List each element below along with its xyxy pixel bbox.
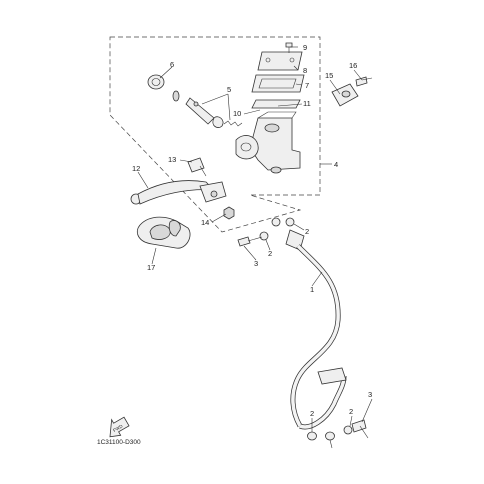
upper-banjo-fittings xyxy=(237,217,305,251)
callout-10: 10 xyxy=(233,109,241,118)
callout-7: 7 xyxy=(305,81,309,90)
assembly-outline xyxy=(109,36,321,233)
callout-15: 15 xyxy=(325,71,333,80)
clutch-lever xyxy=(130,180,227,205)
svg-text:FWD: FWD xyxy=(112,423,124,433)
lever-bracket xyxy=(136,216,191,249)
clutch-hose xyxy=(290,244,347,430)
callout-5: 5 xyxy=(227,85,231,94)
callout-numbers: 9 8 7 6 5 11 10 15 16 4 13 12 14 2 2 3 1… xyxy=(132,43,372,418)
callout-8: 8 xyxy=(303,66,307,75)
callout-12: 12 xyxy=(132,164,140,173)
callout-16: 16 xyxy=(349,61,357,70)
callout-4: 4 xyxy=(334,160,338,169)
master-cylinder-body xyxy=(235,111,301,174)
callout-2d: 2 xyxy=(310,409,314,418)
callout-3b: 3 xyxy=(368,390,372,399)
callout-9: 9 xyxy=(303,43,307,52)
callout-3a: 3 xyxy=(254,259,258,268)
part-code: 1C31100-D300 xyxy=(97,439,141,446)
callout-2a: 2 xyxy=(305,227,309,236)
front-arrow-icon: FWD xyxy=(109,416,130,438)
callout-6: 6 xyxy=(170,60,174,69)
callout-2b: 2 xyxy=(268,249,272,258)
screw-9 xyxy=(285,42,293,48)
callout-13: 13 xyxy=(168,155,176,164)
callout-14: 14 xyxy=(201,218,209,227)
adjuster-bolt xyxy=(187,157,207,177)
nut-14 xyxy=(223,206,235,220)
reservoir-cap-group xyxy=(251,42,305,109)
callout-1: 1 xyxy=(310,285,314,294)
callout-11: 11 xyxy=(303,99,311,108)
banjo-bracket xyxy=(331,76,373,107)
callout-17: 17 xyxy=(147,263,155,272)
callout-2c: 2 xyxy=(349,407,353,416)
leader-lines xyxy=(137,46,373,449)
piston-kit xyxy=(147,74,243,128)
